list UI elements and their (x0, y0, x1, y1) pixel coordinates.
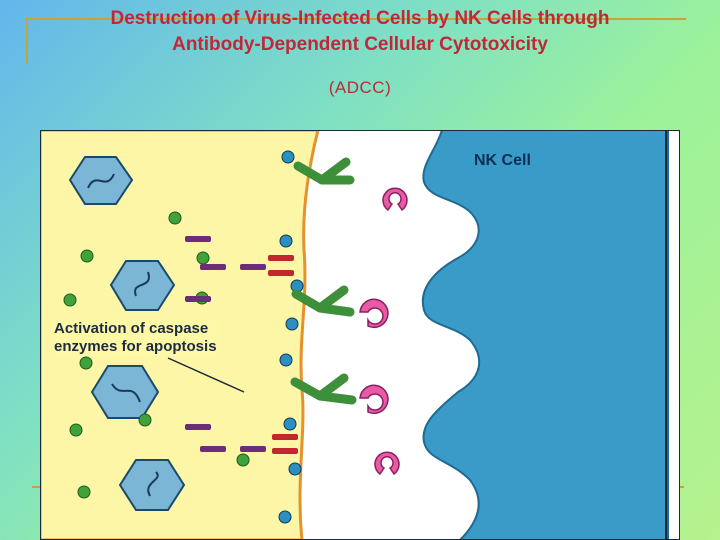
antibody (291, 285, 355, 317)
slide-title: Destruction of Virus-Infected Cells by N… (0, 6, 720, 58)
fc-receptors (359, 187, 408, 476)
antibody (290, 373, 357, 405)
virus (118, 459, 186, 511)
title-line-2: Antibody-Dependent Cellular Cytotoxicity (172, 34, 548, 55)
antibody (293, 157, 355, 185)
adcc-diagram: NK Cell Activation of caspase enzymes fo… (40, 130, 680, 540)
granules (185, 236, 266, 452)
frame-top-line (26, 18, 686, 20)
frame-left-line (26, 18, 28, 64)
caspase-label-line-1: Activation of caspase (54, 320, 209, 337)
title-line-1: Destruction of Virus-Infected Cells by N… (110, 8, 610, 29)
surface-antigens (278, 150, 304, 524)
title-abbreviation: (ADCC) (328, 78, 392, 97)
virus (68, 156, 134, 205)
virus (90, 365, 160, 419)
label-pointer-line (167, 357, 245, 393)
nk-cell (421, 130, 669, 540)
caspase-label-line-2: enzymes for apoptosis (54, 338, 217, 355)
nk-cell-label: NK Cell (474, 152, 531, 169)
perforin-pores (268, 255, 298, 454)
virus (109, 260, 176, 311)
caspase-activation-label: Activation of caspase enzymes for apopto… (52, 320, 219, 356)
